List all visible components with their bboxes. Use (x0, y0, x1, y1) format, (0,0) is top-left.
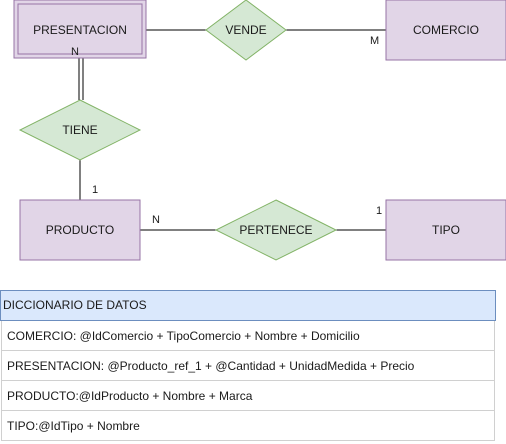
relation-pertenece[interactable]: PERTENECE (214, 199, 338, 261)
cardinality-comercio-vende: M (370, 35, 379, 47)
relation-pertenece-label: PERTENECE (239, 223, 312, 237)
relation-vende[interactable]: VENDE (205, 0, 287, 61)
cardinality-producto-pertenece: N (152, 214, 160, 226)
data-dictionary-header: DICCIONARIO DE DATOS (0, 290, 496, 321)
relation-tiene-label: TIENE (62, 123, 97, 137)
entity-tipo[interactable]: TIPO (385, 199, 506, 261)
entity-tipo-label: TIPO (432, 223, 460, 237)
cardinality-tipo-pertenece: 1 (376, 205, 382, 217)
entity-presentacion-label: PRESENTACION (33, 23, 127, 37)
entity-producto-label: PRODUCTO (46, 223, 114, 237)
entity-producto[interactable]: PRODUCTO (19, 199, 141, 261)
cardinality-presentacion-tiene: N (71, 46, 79, 58)
dictionary-row-tipo: TIPO:@IdTipo + Nombre (1, 411, 495, 441)
relation-tiene[interactable]: TIENE (18, 99, 142, 161)
connectors (78, 29, 386, 231)
er-diagram: PRESENTACION COMERCIO PRODUCTO TIPO VEND… (13, 0, 506, 261)
data-dictionary: DICCIONARIO DE DATOS COMERCIO: @IdComerc… (0, 290, 496, 441)
entity-comercio[interactable]: COMERCIO (385, 0, 506, 61)
dictionary-row-producto: PRODUCTO:@IdProducto + Nombre + Marca (1, 381, 495, 411)
relation-vende-label: VENDE (225, 23, 266, 37)
cardinality-producto-tiene: 1 (92, 184, 98, 196)
entity-presentacion[interactable]: PRESENTACION (13, 0, 147, 59)
dictionary-row-presentacion: PRESENTACION: @Producto_ref_1 + @Cantida… (1, 351, 495, 381)
dictionary-row-comercio: COMERCIO: @IdComercio + TipoComercio + N… (1, 321, 495, 351)
entity-comercio-label: COMERCIO (413, 23, 479, 37)
